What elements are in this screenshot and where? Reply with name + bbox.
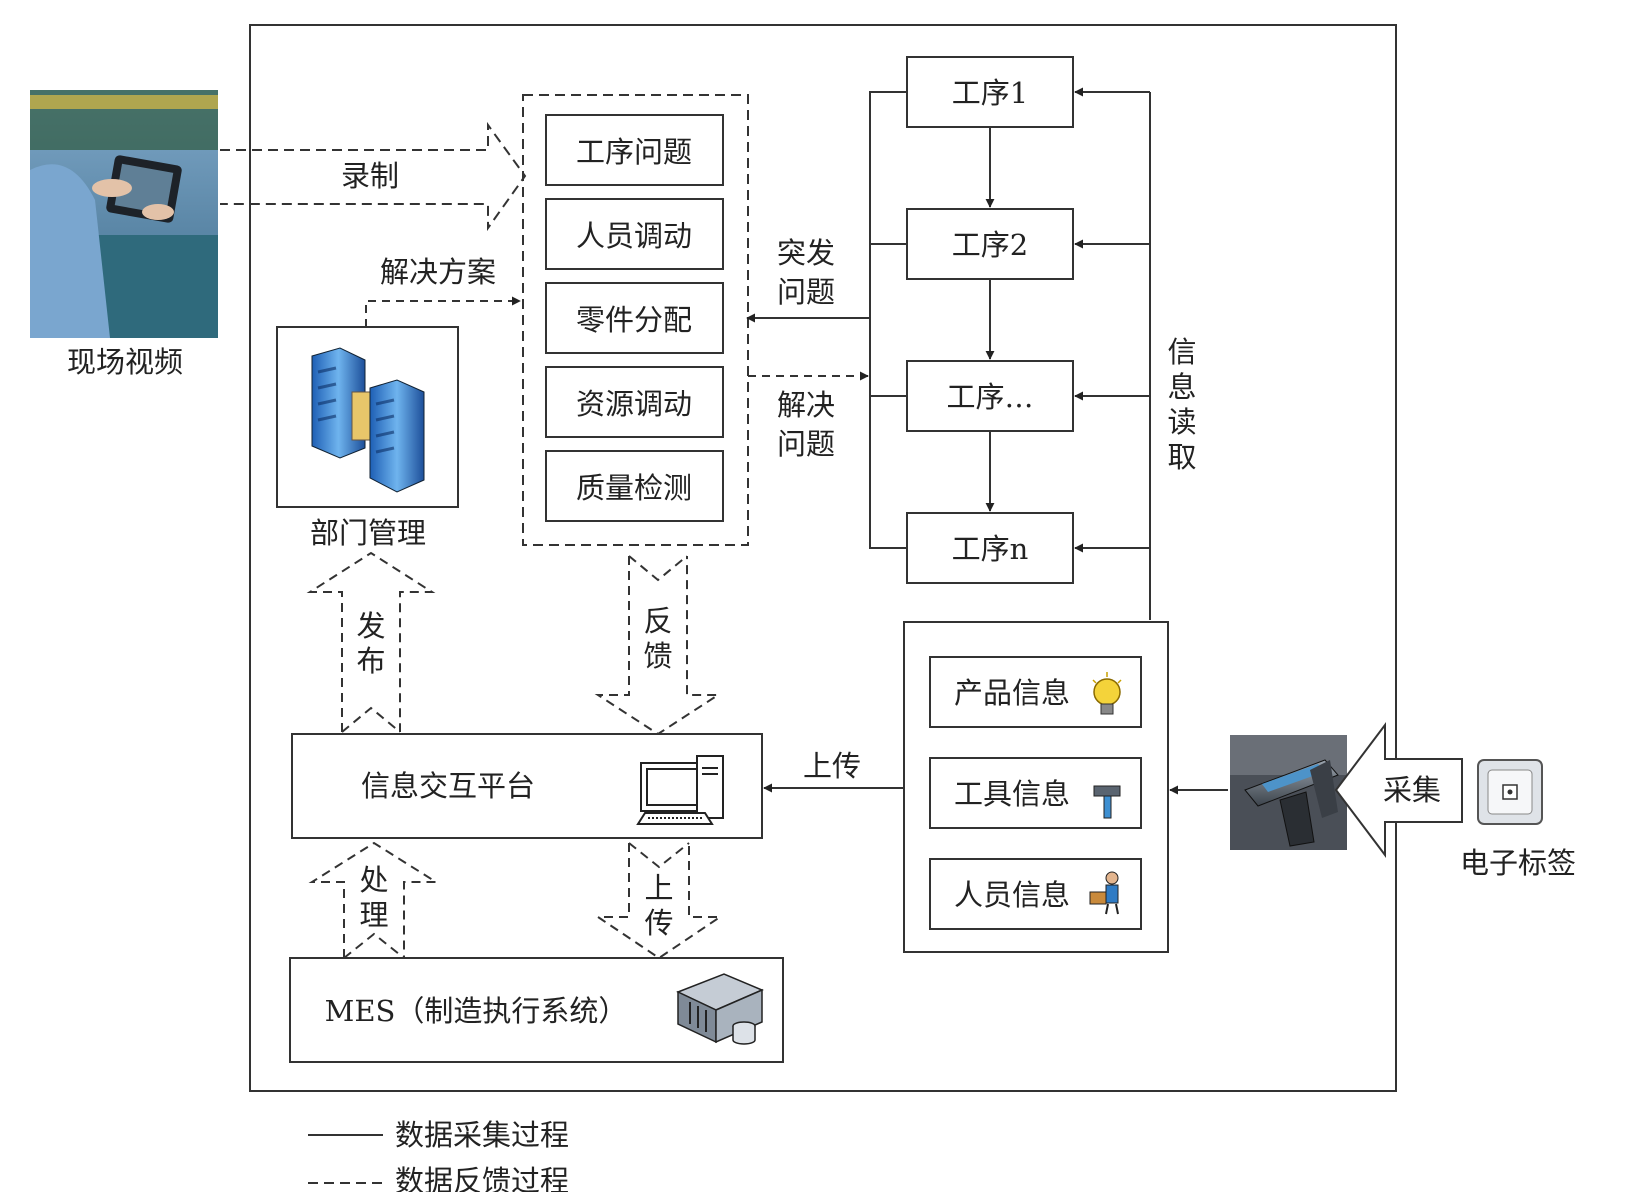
handle-char: 处 xyxy=(359,863,388,897)
mes-label: MES（制造执行系统） xyxy=(325,994,628,1028)
svg-text:人员调动: 人员调动 xyxy=(576,219,692,253)
svg-text:工序n: 工序n xyxy=(952,532,1029,566)
problem-item: 资源调动 xyxy=(545,366,724,438)
tag-label: 电子标签 xyxy=(1460,846,1576,880)
upload-char: 传 xyxy=(644,906,673,940)
outer-frame xyxy=(249,24,1397,1092)
lightbulb-icon xyxy=(1092,672,1122,715)
svg-text:工序…: 工序… xyxy=(946,380,1033,414)
collect-arrow xyxy=(1334,722,1463,858)
info-item: 产品信息 xyxy=(929,656,1142,728)
rfid-tag-icon xyxy=(1477,759,1543,825)
process-box: 工序n xyxy=(906,512,1074,584)
problem-item: 人员调动 xyxy=(545,198,724,270)
info-read-char: 信 xyxy=(1167,335,1196,369)
process-box: 工序… xyxy=(906,360,1074,432)
record-arrow xyxy=(220,121,527,232)
handle-arrow xyxy=(308,841,440,958)
publish-char: 发 xyxy=(356,609,385,643)
building-icon xyxy=(311,347,425,493)
feedback-char: 馈 xyxy=(643,639,672,673)
legend: 数据采集过程 数据反馈过程 xyxy=(308,1118,569,1196)
solution-arrow xyxy=(365,296,521,327)
svg-text:零件分配: 零件分配 xyxy=(576,303,692,337)
info-read-char: 读 xyxy=(1167,405,1196,439)
feedback-char: 反 xyxy=(643,604,672,638)
svg-text:人员信息: 人员信息 xyxy=(954,878,1070,912)
hammer-icon xyxy=(1093,785,1121,819)
server-icon xyxy=(676,973,764,1045)
process-box: 工序1 xyxy=(906,56,1074,128)
solve-label-1: 解决 xyxy=(777,388,835,422)
sudden-problem-connector xyxy=(746,91,907,549)
info-read-char: 息 xyxy=(1167,370,1196,404)
problem-item: 零件分配 xyxy=(545,282,724,354)
site-video-photo xyxy=(30,90,218,338)
info-group xyxy=(903,621,1169,953)
problem-item: 质量检测 xyxy=(545,450,724,522)
svg-text:质量检测: 质量检测 xyxy=(576,471,692,505)
worker-icon xyxy=(1089,871,1119,915)
handle-char: 理 xyxy=(359,898,388,932)
publish-arrow xyxy=(306,551,436,732)
upload-label: 上传 xyxy=(803,749,861,783)
dept-label: 部门管理 xyxy=(310,516,426,550)
sudden-label-2: 问题 xyxy=(777,275,835,309)
info-item: 人员信息 xyxy=(929,858,1142,930)
upload-char: 上 xyxy=(644,871,673,905)
info-item: 工具信息 xyxy=(929,757,1142,829)
record-label: 录制 xyxy=(341,159,399,193)
site-video-label: 现场视频 xyxy=(67,345,183,379)
svg-text:工序1: 工序1 xyxy=(952,76,1028,110)
sudden-label-1: 突发 xyxy=(777,236,835,270)
svg-text:工序2: 工序2 xyxy=(952,228,1028,262)
collect-label: 采集 xyxy=(1383,773,1441,807)
info-read-char: 取 xyxy=(1167,440,1196,474)
solution-label: 解决方案 xyxy=(380,255,496,289)
svg-text:工具信息: 工具信息 xyxy=(954,777,1070,811)
info-read-connector xyxy=(1074,87,1151,620)
solve-label-2: 问题 xyxy=(777,427,835,461)
process-box: 工序2 xyxy=(906,208,1074,280)
svg-text:资源调动: 资源调动 xyxy=(576,387,692,421)
legend-dashed-label: 数据反馈过程 xyxy=(395,1164,569,1192)
publish-char: 布 xyxy=(356,644,385,678)
svg-text:产品信息: 产品信息 xyxy=(954,676,1070,710)
legend-solid-label: 数据采集过程 xyxy=(395,1118,569,1152)
dept-box xyxy=(276,326,459,508)
computer-icon xyxy=(636,755,724,825)
platform-label: 信息交互平台 xyxy=(361,769,535,803)
svg-text:工序问题: 工序问题 xyxy=(576,135,692,169)
handheld-reader-photo xyxy=(1230,735,1347,850)
problem-item: 工序问题 xyxy=(545,114,724,186)
